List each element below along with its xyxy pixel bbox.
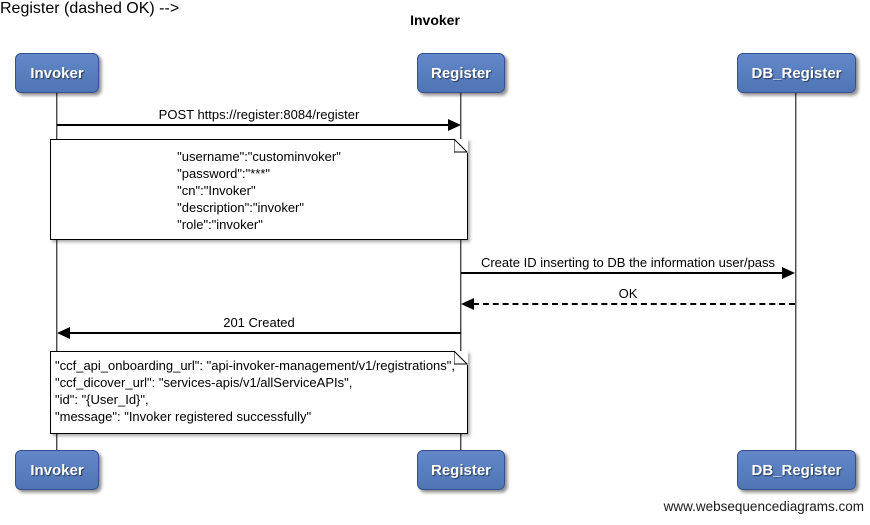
note-line: "description":"invoker" [177,200,305,215]
actor-invoker-bottom: Invoker [15,450,99,490]
watermark-websequencediagrams: www.websequencediagrams.com [663,499,864,514]
message-line-201-created [69,332,461,334]
arrowhead-left-icon [57,327,70,339]
arrowhead-right-icon [782,267,795,279]
actor-register-top: Register [417,53,505,93]
note-fold-icon [454,351,468,365]
actor-db-register-bottom: DB_Register [737,450,856,490]
note-line: "ccf_dicover_url": "services-apis/v1/all… [55,375,353,390]
message-label-201-created: 201 Created [223,315,295,330]
message-label-post-register: POST https://register:8084/register [158,107,360,122]
note-line: "cn":"Invoker" [177,183,256,198]
message-label-create-id: Create ID inserting to DB the informatio… [480,255,776,270]
arrowhead-left-icon [461,298,474,310]
actor-db-register-top: DB_Register [737,53,856,93]
arrowhead-right-icon [448,119,461,131]
lifeline-db-register [795,93,797,450]
actor-invoker-label: Invoker [30,461,84,479]
note-request-body-text: "username":"custominvoker" "password":"*… [177,140,341,233]
message-line-create-id [461,272,783,274]
note-line: "ccf_api_onboarding_url": "api-invoker-m… [55,358,456,373]
message-line-ok [473,303,795,305]
actor-register-bottom: Register [417,450,505,490]
actor-invoker-label: Invoker [30,64,84,82]
lifeline-invoker [56,93,58,450]
actor-db-register-label: DB_Register [751,64,842,82]
actor-invoker-top: Invoker [15,53,99,93]
note-request-body: "username":"custominvoker" "password":"*… [50,139,468,240]
message-line-post-register [57,124,449,126]
message-label-ok: OK [618,286,638,301]
lifeline-register [460,93,462,450]
note-line: "password":"***" [177,166,271,181]
note-line: "id": "{User_Id}", [55,392,149,407]
actor-register-label: Register [430,461,492,479]
actor-db-register-label: DB_Register [751,461,842,479]
note-fold-icon [454,139,468,153]
note-line: "username":"custominvoker" [177,149,341,164]
note-response-body-text: "ccf_api_onboarding_url": "api-invoker-m… [51,352,467,425]
note-line: "message": "Invoker registered successfu… [55,409,312,424]
note-line: "role":"invoker" [177,217,263,232]
diagram-title: Invoker [410,12,460,28]
note-response-body: "ccf_api_onboarding_url": "api-invoker-m… [50,351,468,434]
actor-register-label: Register [430,64,492,82]
